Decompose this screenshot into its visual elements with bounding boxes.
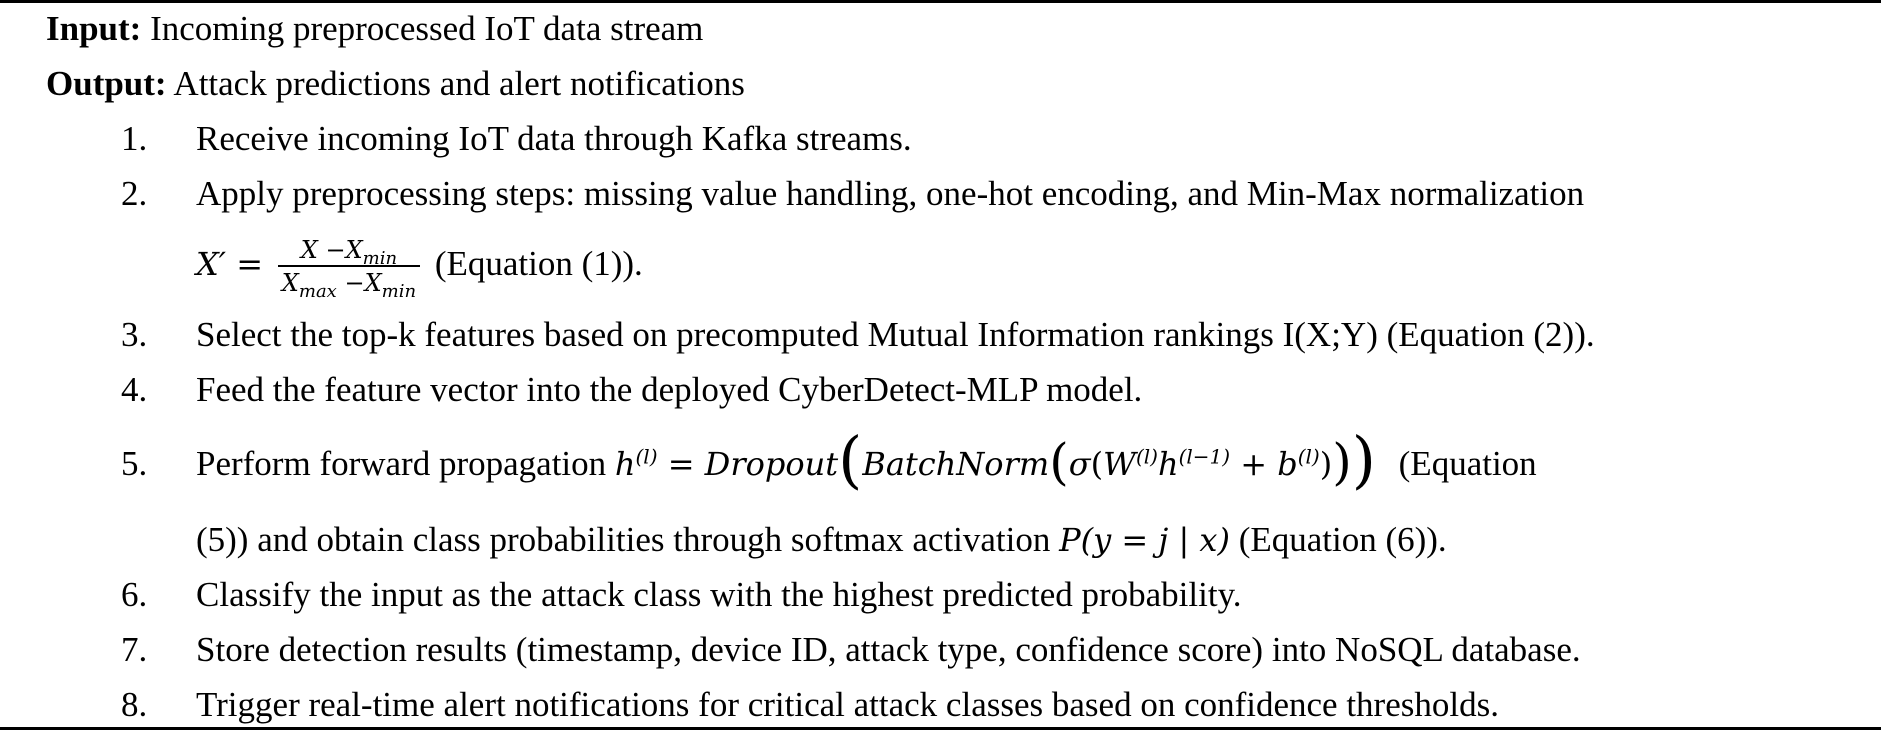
eq1-reference: (Equation (1)).	[434, 244, 643, 283]
step-text: Classify the input as the attack class w…	[196, 575, 1242, 614]
input-label: Input:	[46, 9, 142, 48]
input-line: Input: Incoming preprocessed IoT data st…	[46, 9, 703, 49]
equation-1: X′ = X −Xmin Xmax −Xmin (Equation (1)).	[196, 229, 643, 302]
step-text: Feed the feature vector into the deploye…	[196, 370, 1143, 409]
eq5-reference: (Equation	[1398, 444, 1537, 483]
eq6-softmax: P(y = j | x)	[1059, 521, 1230, 559]
step-number: 7.	[121, 630, 148, 669]
step-number: 1.	[121, 119, 148, 158]
eq1-numerator: X −Xmin	[277, 235, 421, 267]
step-text: Select the top-k features based on preco…	[196, 315, 1595, 354]
step-text: Perform forward propagation h(l) = Dropo…	[196, 423, 1537, 496]
step-5-continuation: (5)) and obtain class probabilities thro…	[196, 520, 1447, 559]
step-text: Receive incoming IoT data through Kafka …	[196, 119, 912, 158]
step-number: 8.	[121, 685, 148, 724]
eq5-forward-propagation: h(l) = Dropout(BatchNorm(σ(W(l)h(l−1) + …	[614, 423, 1376, 496]
output-label: Output:	[46, 64, 167, 103]
input-text: Incoming preprocessed IoT data stream	[150, 9, 704, 48]
eq1-lhs: X′ =	[196, 245, 264, 283]
step-number: 3.	[121, 315, 148, 354]
eq1-denominator: Xmax −Xmin	[281, 268, 417, 302]
eq6-reference: (Equation (6)).	[1238, 520, 1447, 559]
step-number: 6.	[121, 575, 148, 614]
step-text: Store detection results (timestamp, devi…	[196, 630, 1581, 669]
step-number: 5.	[121, 444, 148, 483]
output-text: Attack predictions and alert notificatio…	[173, 64, 745, 103]
step-number: 2.	[121, 174, 148, 213]
step-text: Trigger real-time alert notifications fo…	[196, 685, 1499, 724]
step-number: 4.	[121, 370, 148, 409]
eq1-fraction: X −Xmin Xmax −Xmin	[277, 235, 421, 302]
output-line: Output: Attack predictions and alert not…	[46, 64, 745, 104]
step-text: Apply preprocessing steps: missing value…	[196, 174, 1585, 213]
